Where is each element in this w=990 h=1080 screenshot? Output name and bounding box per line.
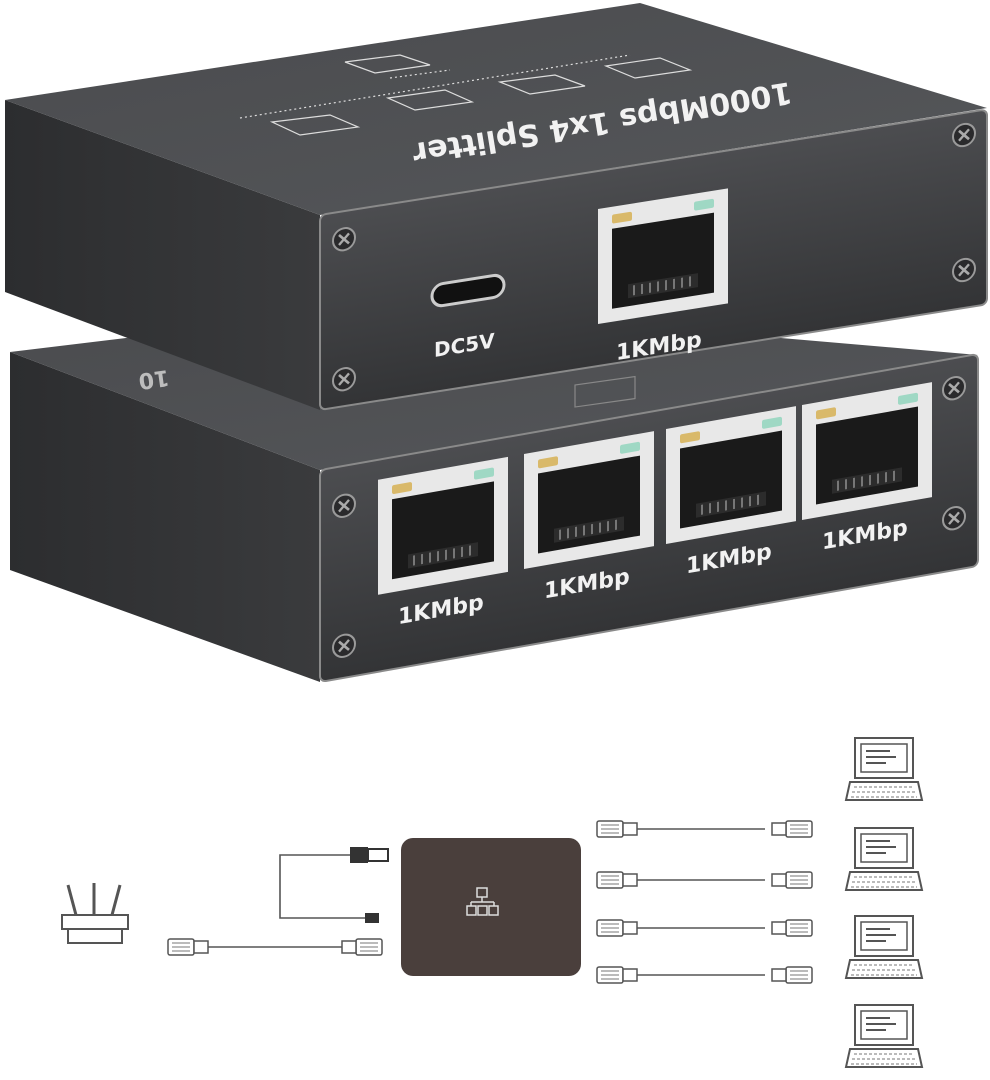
ethernet-output-port-2[interactable] xyxy=(522,430,656,571)
usb-c-power-port[interactable] xyxy=(430,273,506,308)
laptop-icon xyxy=(845,1004,923,1068)
laptop-icon xyxy=(845,915,923,979)
ethernet-output-port-3[interactable] xyxy=(664,405,798,546)
ethernet-input-port[interactable] xyxy=(596,187,730,325)
ethernet-output-port-4[interactable] xyxy=(800,381,934,522)
switch-logo-icon xyxy=(574,375,636,408)
connection-diagram xyxy=(61,737,923,1068)
lower-splitter-housing: 10 1KMbp 1KMbp 1KMbp 1KMbp xyxy=(10,305,979,683)
laptop-icon xyxy=(845,827,923,891)
ethernet-output-port-1[interactable] xyxy=(376,455,510,596)
network-topology-graphic xyxy=(239,54,693,136)
upper-splitter-housing: 1000Mbps 1x4 Splitter DC5V 1KMbp xyxy=(5,3,988,411)
output-ethernet-cables xyxy=(596,820,813,984)
switch-box-icon xyxy=(401,838,581,976)
laptop-icon xyxy=(845,737,923,801)
lower-top-text: 10 xyxy=(137,364,171,393)
ethernet-cable-icon xyxy=(167,938,383,956)
usb-cable-icon xyxy=(279,847,389,923)
network-icon xyxy=(466,887,499,916)
router-icon xyxy=(61,883,129,944)
